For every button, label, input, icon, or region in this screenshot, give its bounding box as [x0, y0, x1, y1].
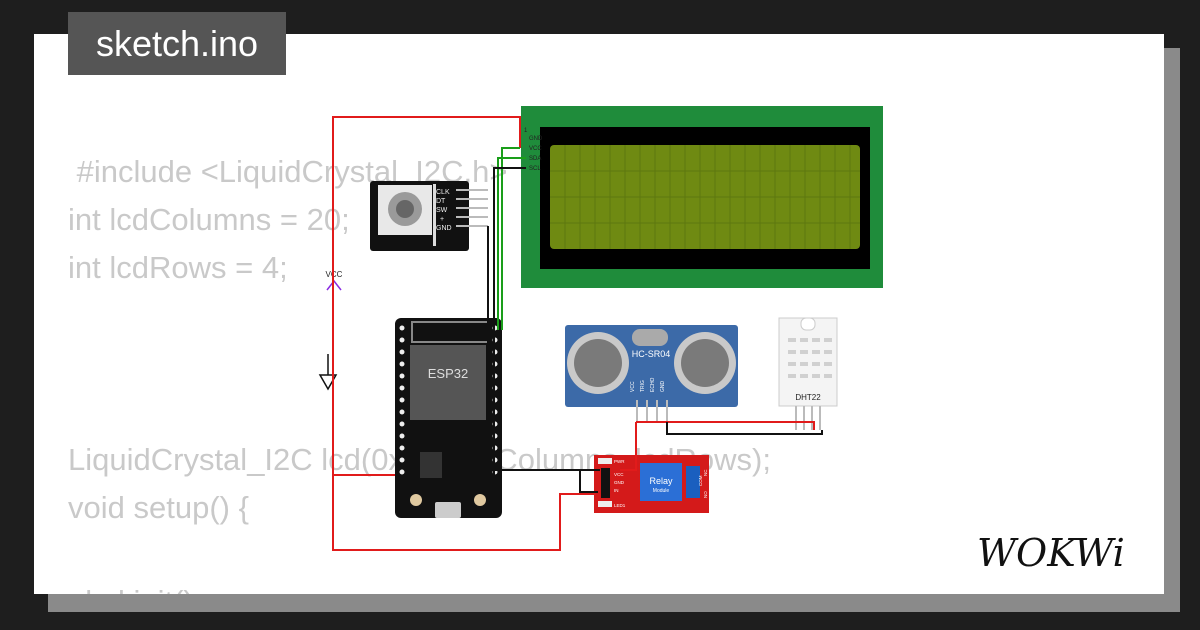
relay-pin-pwr: PWR: [614, 459, 625, 464]
code-line-6: lcd.init();: [68, 584, 202, 594]
relay-pin-com: COM: [698, 475, 703, 486]
ultrasonic-label: HC-SR04: [632, 349, 671, 359]
code-line-5: void setup() {: [68, 490, 249, 525]
ultrasonic-pin-vcc: VCC: [630, 381, 636, 392]
ultrasonic-pin-gnd: GND: [660, 381, 666, 393]
wokwi-logo-text: WOKWi: [977, 531, 1125, 575]
dht22-sensor[interactable]: DHT22: [778, 317, 838, 430]
dht22-label: DHT22: [795, 393, 821, 402]
wokwi-logo: WOKWi: [977, 531, 1125, 575]
lcd-pin-gnd: GND: [529, 136, 543, 142]
relay-module[interactable]: Relay Module PWR VCC GND IN LED1 NO COM …: [594, 455, 709, 513]
encoder-pin-clk: CLK: [436, 189, 450, 196]
rotary-encoder[interactable]: CLK DT SW + GND: [370, 181, 488, 251]
ultrasonic-pin-trig: TRIG: [640, 380, 646, 392]
wires: [332, 116, 823, 551]
vcc-label: VCC: [326, 270, 343, 279]
relay-led-label: LED1: [614, 503, 626, 508]
encoder-pin-sw: SW: [436, 207, 448, 214]
relay-pin-in: IN: [614, 488, 619, 493]
esp32-label: ESP32: [428, 366, 468, 381]
esp32-board[interactable]: ESP32: [395, 318, 502, 518]
encoder-pin-gnd: GND: [436, 225, 452, 232]
relay-pin-nc: NC: [703, 469, 708, 476]
relay-pin-no: NO: [703, 491, 708, 498]
file-tab-sketch[interactable]: sketch.ino: [68, 12, 286, 75]
ultrasonic-pin-echo: ECHO: [650, 377, 656, 392]
relay-pin-vcc: VCC: [614, 472, 624, 477]
vcc-power-symbol[interactable]: VCC: [326, 270, 343, 291]
lcd-pin-sda: SDA: [529, 156, 541, 162]
lcd-pin-scl: SCL: [529, 166, 541, 172]
encoder-pin-dt: DT: [436, 198, 446, 205]
lcd-pin-vcc: VCC: [529, 146, 542, 152]
code-line-3: int lcdRows = 4;: [68, 250, 288, 285]
ultrasonic-sensor[interactable]: HC-SR04 VCC TRIG ECHO GND: [565, 325, 738, 422]
relay-pin-gnd: GND: [614, 480, 625, 485]
lcd-pin1-label: 1: [524, 128, 528, 134]
encoder-pin-plus: +: [440, 216, 444, 223]
lcd-display[interactable]: 1 GND VCC SDA SCL: [521, 106, 883, 288]
code-line-2: int lcdColumns = 20;: [68, 202, 350, 237]
relay-sublabel: Module: [653, 488, 670, 494]
relay-label: Relay: [649, 476, 673, 486]
